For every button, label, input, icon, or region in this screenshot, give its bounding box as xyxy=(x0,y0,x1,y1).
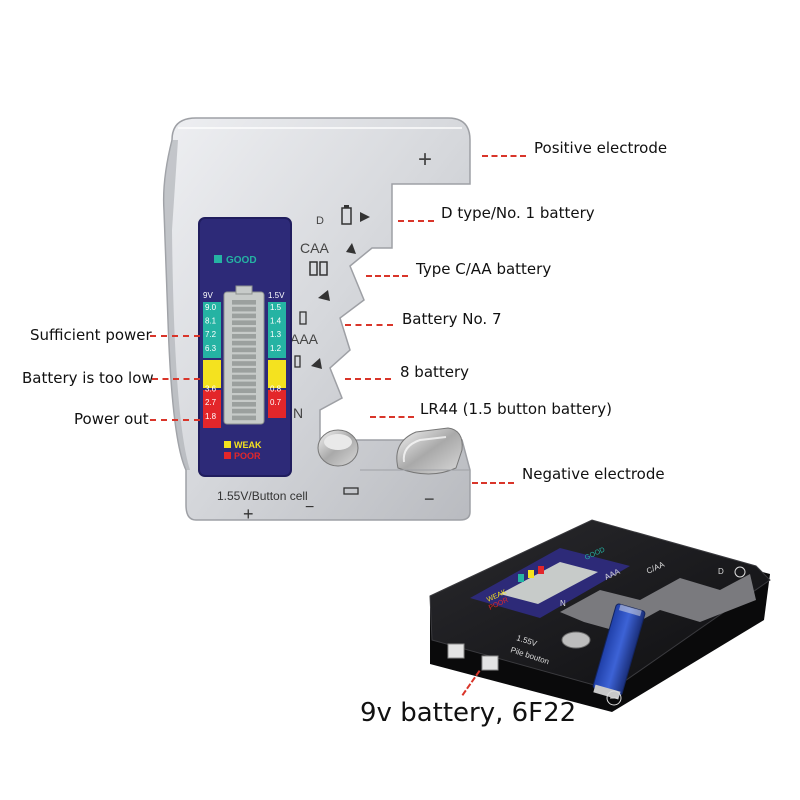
scale-header-1-5v: 1.5V xyxy=(268,291,285,300)
lcd-bar-segment xyxy=(232,354,256,359)
callout-sufficient-power: Sufficient power xyxy=(30,326,152,344)
positive-sign: + xyxy=(418,146,432,173)
angled-plus-symbol xyxy=(734,566,746,578)
slot-arrow-d xyxy=(360,212,370,222)
button-cell-label: 1.55V/Button cell xyxy=(217,489,308,503)
lcd-bar-segment xyxy=(232,395,256,400)
side-button-2 xyxy=(481,655,499,671)
scale-value: 1.3 xyxy=(270,330,282,339)
lcd-bar-segment xyxy=(232,368,256,373)
lcd-bar-segment xyxy=(232,340,256,346)
scale-value: 1.2 xyxy=(270,344,282,353)
battery-icon-aa xyxy=(319,261,328,276)
angled-slot-label-d: D xyxy=(718,567,724,576)
scale-value: 1.8 xyxy=(205,412,217,421)
battery-icon-c xyxy=(309,261,318,276)
lcd-bar-segment xyxy=(232,320,256,325)
slot-label-caa: CAA xyxy=(300,240,329,256)
scale-value: 0.7 xyxy=(270,398,282,407)
scale-value: 8.1 xyxy=(205,317,217,326)
angled-button-cell xyxy=(561,631,591,649)
weak-label: WEAK xyxy=(234,440,262,450)
left-scale: 9.0 8.1 7.2 6.3 3.6 2.7 1.8 xyxy=(205,303,217,421)
poor-label: POOR xyxy=(234,451,261,461)
callout-d-type: D type/No. 1 battery xyxy=(441,204,595,222)
lcd-bar-segment xyxy=(232,381,256,387)
right-scale: 1.5 1.4 1.3 1.2 0.8 0.7 xyxy=(270,303,282,407)
scale-header-9v: 9V xyxy=(203,291,213,300)
scale-value: 9.0 xyxy=(205,303,217,312)
angled-slot-cutouts xyxy=(560,574,756,632)
poor-swatch xyxy=(224,452,231,459)
battery-icon-aaa xyxy=(299,311,307,325)
good-swatch xyxy=(214,255,222,263)
slot-arrow-aaa xyxy=(318,290,330,301)
spring-contact xyxy=(396,427,463,475)
lcd-bar-segments xyxy=(232,300,256,421)
lcd-bar-segment xyxy=(232,300,256,305)
scale-value: 1.5 xyxy=(270,303,282,312)
callout-battery-no7: Battery No. 7 xyxy=(402,310,502,328)
callout-type-c-aa: Type C/AA battery xyxy=(416,260,552,278)
slot-label-aaa: AAA xyxy=(290,331,319,347)
lcd-bar-segment xyxy=(232,334,256,339)
lcd-bar-segment xyxy=(232,415,256,421)
scale-value: 7.2 xyxy=(205,330,217,339)
slot-label-n: N xyxy=(293,405,303,421)
slot-arrow-caa xyxy=(346,243,356,254)
slot-label-d: D xyxy=(316,215,324,227)
caption-9v-battery: 9v battery, 6F22 xyxy=(360,698,577,728)
callout-lr44: LR44 (1.5 button battery) xyxy=(420,400,612,418)
slot-arrow-n xyxy=(311,358,322,369)
angled-slot-label-n: N xyxy=(560,599,566,608)
callout-battery-8: 8 battery xyxy=(400,363,470,381)
lcd-bar-segment xyxy=(232,313,256,319)
lcd-bar-segment xyxy=(232,402,256,407)
lcd-bar-segment xyxy=(232,388,256,393)
side-button-1 xyxy=(447,643,465,659)
scale-value: 0.8 xyxy=(270,385,282,394)
lcd-bar-segment xyxy=(232,306,256,312)
scale-value: 1.4 xyxy=(270,317,282,326)
good-label: GOOD xyxy=(226,255,257,266)
lcd-bar-segment xyxy=(232,361,256,366)
lcd-bar-segment xyxy=(232,327,256,332)
lcd-bar-segment xyxy=(232,408,256,414)
scale-value: 6.3 xyxy=(205,344,217,353)
callout-positive-electrode: Positive electrode xyxy=(534,139,668,157)
scale-value: 2.7 xyxy=(205,398,217,407)
base-minus-symbol xyxy=(606,690,622,706)
button-cell-icon xyxy=(343,487,359,495)
lcd-bar-segment xyxy=(232,374,256,380)
battery-icon-n xyxy=(294,355,301,368)
bottom-plus-sign: + xyxy=(243,504,254,524)
bottom-minus-sign: − xyxy=(305,499,314,516)
nine-volt-battery xyxy=(592,603,646,700)
scale-value: 3.6 xyxy=(205,385,217,394)
callout-negative-electrode: Negative electrode xyxy=(522,465,665,483)
callout-too-low: Battery is too low xyxy=(22,369,154,387)
lcd-bar-segment xyxy=(232,347,256,353)
weak-swatch xyxy=(224,441,231,448)
callout-power-out: Power out xyxy=(74,410,149,428)
negative-sign: − xyxy=(424,489,435,509)
